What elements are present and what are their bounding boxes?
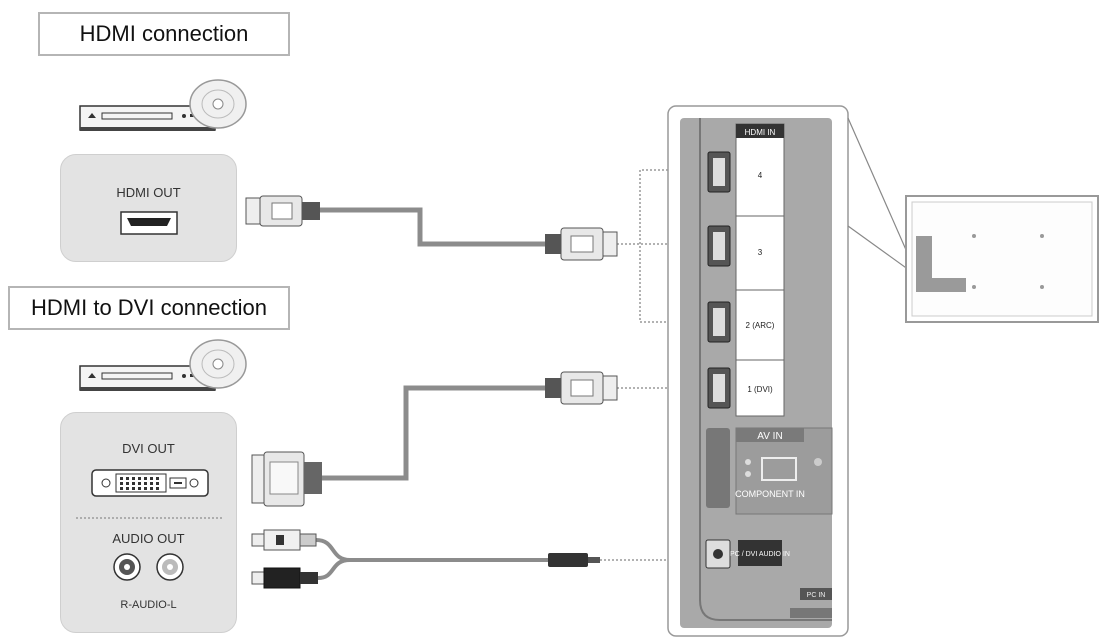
hdmi-plug-tv-2-icon: [545, 371, 618, 405]
pc-dvi-audio-in-label: PC / DVI AUDIO IN: [730, 551, 790, 558]
tv-rear-overview-icon: [905, 195, 1099, 323]
dvi-out-label: DVI OUT: [122, 441, 175, 456]
rca-plug-r-icon: [251, 529, 317, 551]
hdmi-plug-tv-icon: [545, 227, 618, 261]
hdmi-plug-source-icon: [245, 195, 320, 227]
disc-player-2-icon: [79, 339, 247, 391]
hdmi-source-panel: HDMI OUT: [60, 154, 237, 262]
hdmi-cable: [320, 207, 545, 247]
hdmi-connection-title: HDMI connection: [38, 12, 290, 56]
hdmi-in-header: HDMI IN: [745, 128, 776, 137]
audio-out-label: AUDIO OUT: [112, 531, 185, 546]
hdmi-out-label: HDMI OUT: [116, 185, 181, 200]
component-in-label: COMPONENT IN: [735, 489, 805, 499]
audio-r-jack-icon: [113, 553, 141, 581]
pc-in-label: PC IN: [807, 592, 826, 599]
hdmi-to-dvi-connection-title: HDMI to DVI connection: [8, 286, 290, 330]
hdmi-connection-title-text: HDMI connection: [79, 21, 249, 46]
hdmi-to-dvi-title-text: HDMI to DVI connection: [31, 295, 267, 320]
audio-channels-label: R-AUDIO-L: [120, 599, 177, 611]
dvi-plug-icon: [251, 451, 322, 507]
audio-cable: [315, 538, 548, 562]
av-in-label: AV IN: [757, 431, 782, 442]
hdmi-port-2-label: 2 (ARC): [746, 321, 775, 330]
rca-plug-l-icon: [251, 567, 318, 589]
hdmi-port-4-label: 4: [758, 171, 763, 180]
audio-l-jack-icon: [156, 553, 184, 581]
hdmi-dvi-cable: [322, 385, 545, 481]
hdmi-port-1-label: 1 (DVI): [747, 385, 773, 394]
stereo-minijack-plug-icon: [548, 553, 600, 567]
disc-player-1-icon: [79, 79, 247, 131]
hdmi-port-3-label: 3: [758, 248, 763, 257]
port-leader-lines: [600, 169, 672, 561]
tv-back-panel: HDMI IN 4 3 2 (ARC) 1 (DVI) AV IN COMPON…: [667, 105, 849, 637]
dvi-out-port-icon: [91, 469, 209, 497]
hdmi-out-port-icon: [120, 211, 178, 235]
dvi-source-panel: DVI OUT AUDIO OUT R-AUDIO-L: [60, 412, 237, 633]
